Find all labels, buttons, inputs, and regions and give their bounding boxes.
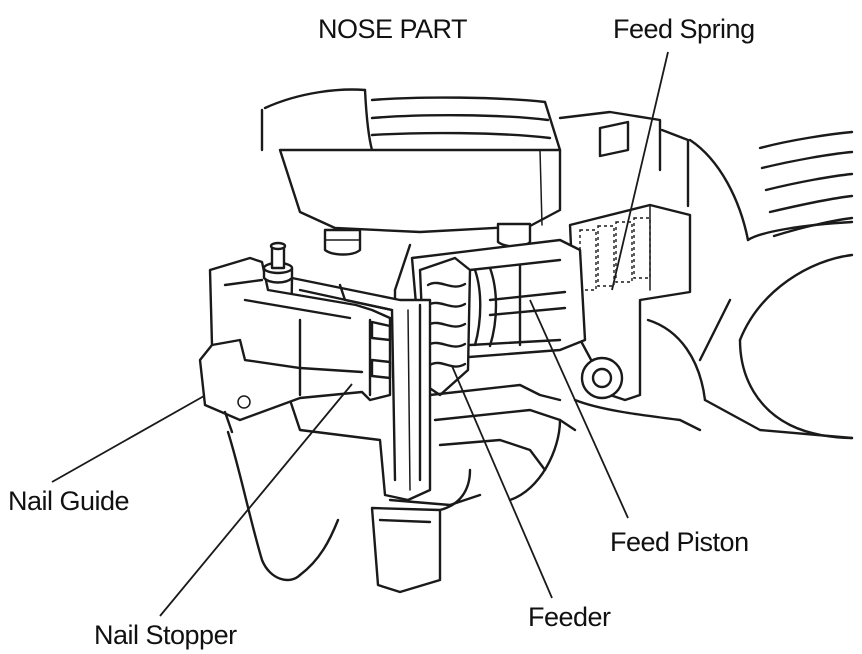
diagram-title: NOSE PART (318, 14, 468, 44)
upper-housing (260, 88, 690, 234)
leader-feeder (451, 365, 553, 599)
label-feeder: Feeder (528, 602, 611, 632)
leader-feed-piston (529, 299, 629, 519)
label-nail-stopper: Nail Stopper (94, 620, 237, 650)
hex-bolt (580, 356, 624, 400)
label-feed-spring: Feed Spring (613, 14, 755, 44)
feed-spring-housing (568, 203, 692, 402)
nail-guide-part (198, 256, 392, 434)
bolt-left (323, 228, 362, 256)
label-feed-piston: Feed Piston (610, 527, 749, 557)
leader-feed-spring (611, 51, 669, 291)
magazine (646, 130, 854, 440)
leader-nail-stopper (159, 383, 353, 617)
leader-nail-guide (51, 395, 205, 483)
nose-tip (226, 430, 442, 594)
adjuster-knob (262, 241, 294, 284)
label-nail-guide: Nail Guide (8, 486, 130, 516)
